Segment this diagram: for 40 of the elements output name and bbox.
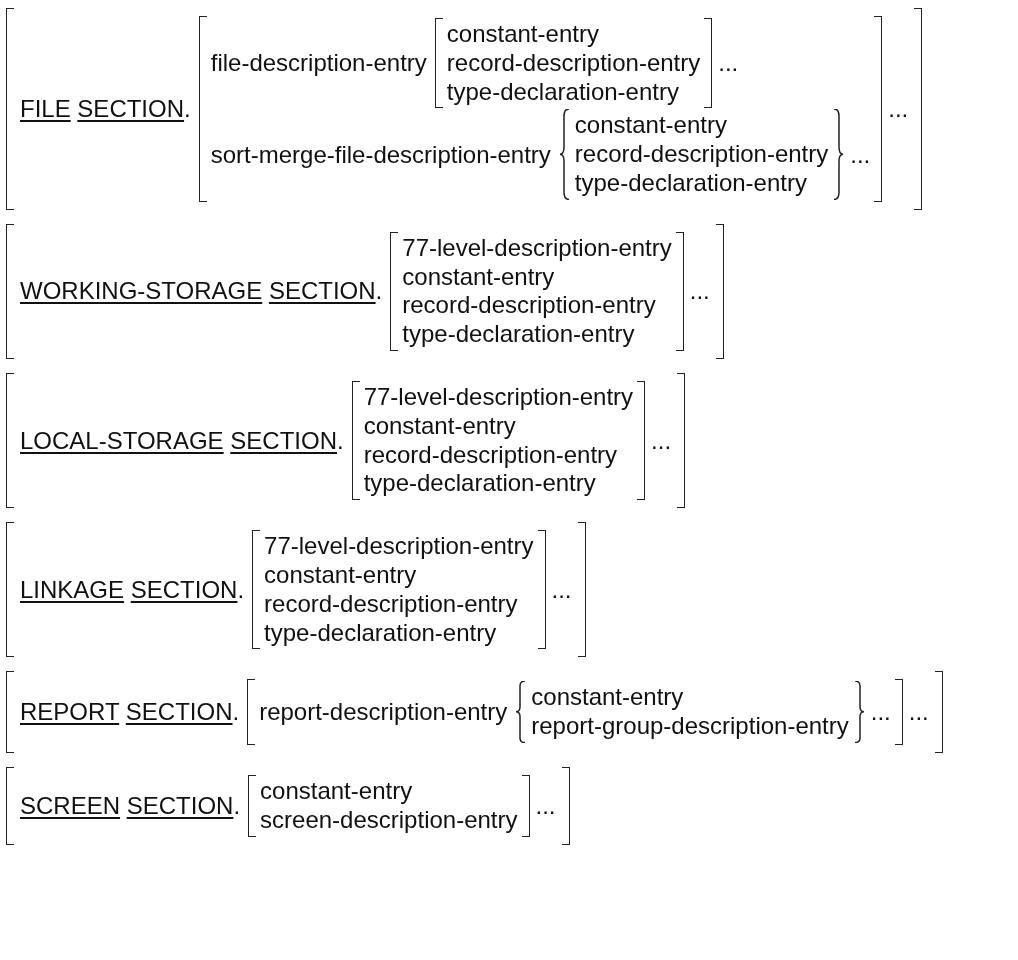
syntax-entry: constant-entry: [446, 20, 600, 49]
section-header: LOCAL-STORAGE SECTION.: [20, 426, 344, 455]
ellipsis: ...: [535, 791, 556, 820]
syntax-entry: 77-level-description-entry: [363, 382, 634, 412]
syntax-entry: constant-entry: [402, 262, 556, 292]
section-header: LINKAGE SECTION.: [20, 575, 245, 604]
syntax-entry: type-declaration-entry: [363, 469, 597, 499]
syntax-entry: constant-entry: [260, 776, 414, 806]
syntax-entry: constant-entry: [264, 560, 418, 590]
syntax-entry: type-declaration-entry: [446, 77, 680, 107]
syntax-entry: constant-entry: [363, 411, 517, 441]
syntax-entry: type-declaration-entry: [402, 320, 636, 349]
syntax-entry: record-description-entry: [574, 140, 829, 169]
syntax-entry: type-declaration-entry: [574, 169, 808, 198]
syntax-entry: record-description-entry: [402, 291, 657, 321]
syntax-entry: 77-level-description-entry: [264, 532, 534, 561]
section-header: SCREEN SECTION.: [20, 791, 241, 820]
syntax-entry: record-description-entry: [264, 589, 519, 619]
syntax-entry: 77-level-description-entry: [402, 233, 672, 263]
ellipsis: ...: [850, 140, 871, 169]
ellipsis: ...: [718, 49, 739, 78]
syntax-entry: sort-merge-file-description-entry: [210, 140, 551, 169]
ellipsis: ...: [551, 575, 572, 604]
syntax-entry: report-group-description-entry: [531, 712, 849, 741]
ellipsis: ...: [908, 698, 929, 727]
syntax-entry: screen-description-entry: [260, 805, 518, 835]
ellipsis: ...: [888, 94, 909, 123]
ellipsis: ...: [651, 426, 672, 455]
section-header: WORKING-STORAGE SECTION.: [20, 277, 383, 306]
syntax-entry: record-description-entry: [446, 48, 701, 78]
ellipsis: ...: [689, 277, 710, 306]
syntax-entry: type-declaration-entry: [264, 618, 498, 648]
section-header: REPORT SECTION.: [20, 698, 240, 727]
syntax-entry: report-description-entry: [259, 698, 508, 727]
syntax-entry: constant-entry: [531, 683, 685, 713]
syntax-entry: record-description-entry: [363, 440, 619, 470]
syntax-entry: file-description-entry: [210, 49, 427, 78]
syntax-entry: constant-entry: [574, 111, 728, 141]
section-header: FILE SECTION.: [20, 94, 191, 123]
ellipsis: ...: [870, 698, 891, 727]
